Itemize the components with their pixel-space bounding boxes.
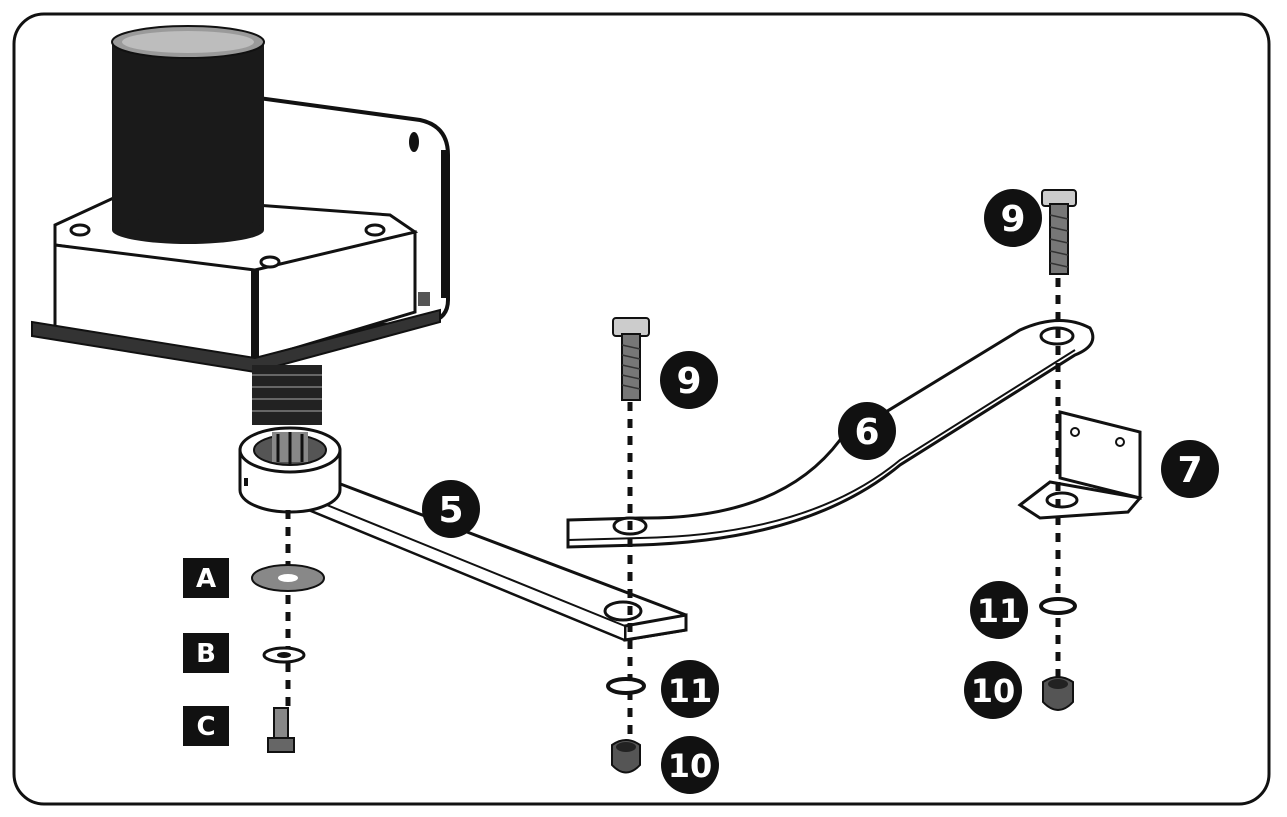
screw-head	[259, 255, 281, 269]
bracket-7	[1017, 410, 1143, 520]
callout-11-right: 11	[970, 581, 1028, 639]
gearbox-flange	[31, 308, 441, 374]
svg-text:C: C	[196, 712, 215, 742]
svg-text:5: 5	[438, 490, 463, 531]
svg-text:11: 11	[668, 672, 713, 710]
bracket-7-hole	[1045, 491, 1079, 509]
nut-10-right	[1042, 676, 1074, 711]
fasteners	[251, 189, 1077, 774]
letter-label-c: C	[183, 706, 229, 746]
svg-text:6: 6	[854, 412, 879, 453]
callout-7: 7	[1161, 440, 1219, 498]
washer-11-center	[606, 677, 646, 695]
lever-arm-5	[238, 426, 688, 642]
callout-10-center: 10	[661, 736, 719, 794]
svg-text:9: 9	[1000, 199, 1025, 240]
arm-6-bar	[566, 318, 1095, 549]
motor-cylinder	[112, 40, 264, 230]
callout-9-center: 9	[660, 351, 718, 409]
motor-assembly	[31, 25, 450, 425]
cap-screw-c	[273, 707, 289, 741]
plate-hole	[409, 132, 419, 152]
nut-10-center	[611, 739, 641, 774]
letter-label-b: B	[183, 633, 229, 673]
arm-5-hole	[603, 600, 643, 622]
motor-bottom	[112, 216, 264, 244]
svg-text:B: B	[196, 639, 216, 669]
washer-11-right	[1039, 597, 1077, 615]
svg-text:10: 10	[668, 747, 713, 785]
svg-text:7: 7	[1177, 450, 1202, 491]
bracket-7-base	[1017, 480, 1143, 520]
svg-text:9: 9	[676, 361, 701, 402]
callout-6: 6	[838, 402, 896, 460]
curved-arm-6	[566, 318, 1095, 549]
bolt-9-right	[1041, 189, 1077, 275]
svg-text:A: A	[196, 564, 216, 594]
callout-11-center: 11	[661, 660, 719, 718]
letter-label-a: A	[183, 558, 229, 598]
svg-text:10: 10	[971, 672, 1016, 710]
screw-head	[69, 223, 91, 237]
callout-9-right: 9	[984, 189, 1042, 247]
bolt-9-center	[612, 317, 650, 401]
callout-5: 5	[422, 480, 480, 538]
screw-head	[364, 223, 386, 237]
assembly-axes	[285, 278, 1061, 742]
callout-10-right: 10	[964, 661, 1022, 719]
svg-text:11: 11	[977, 592, 1022, 630]
